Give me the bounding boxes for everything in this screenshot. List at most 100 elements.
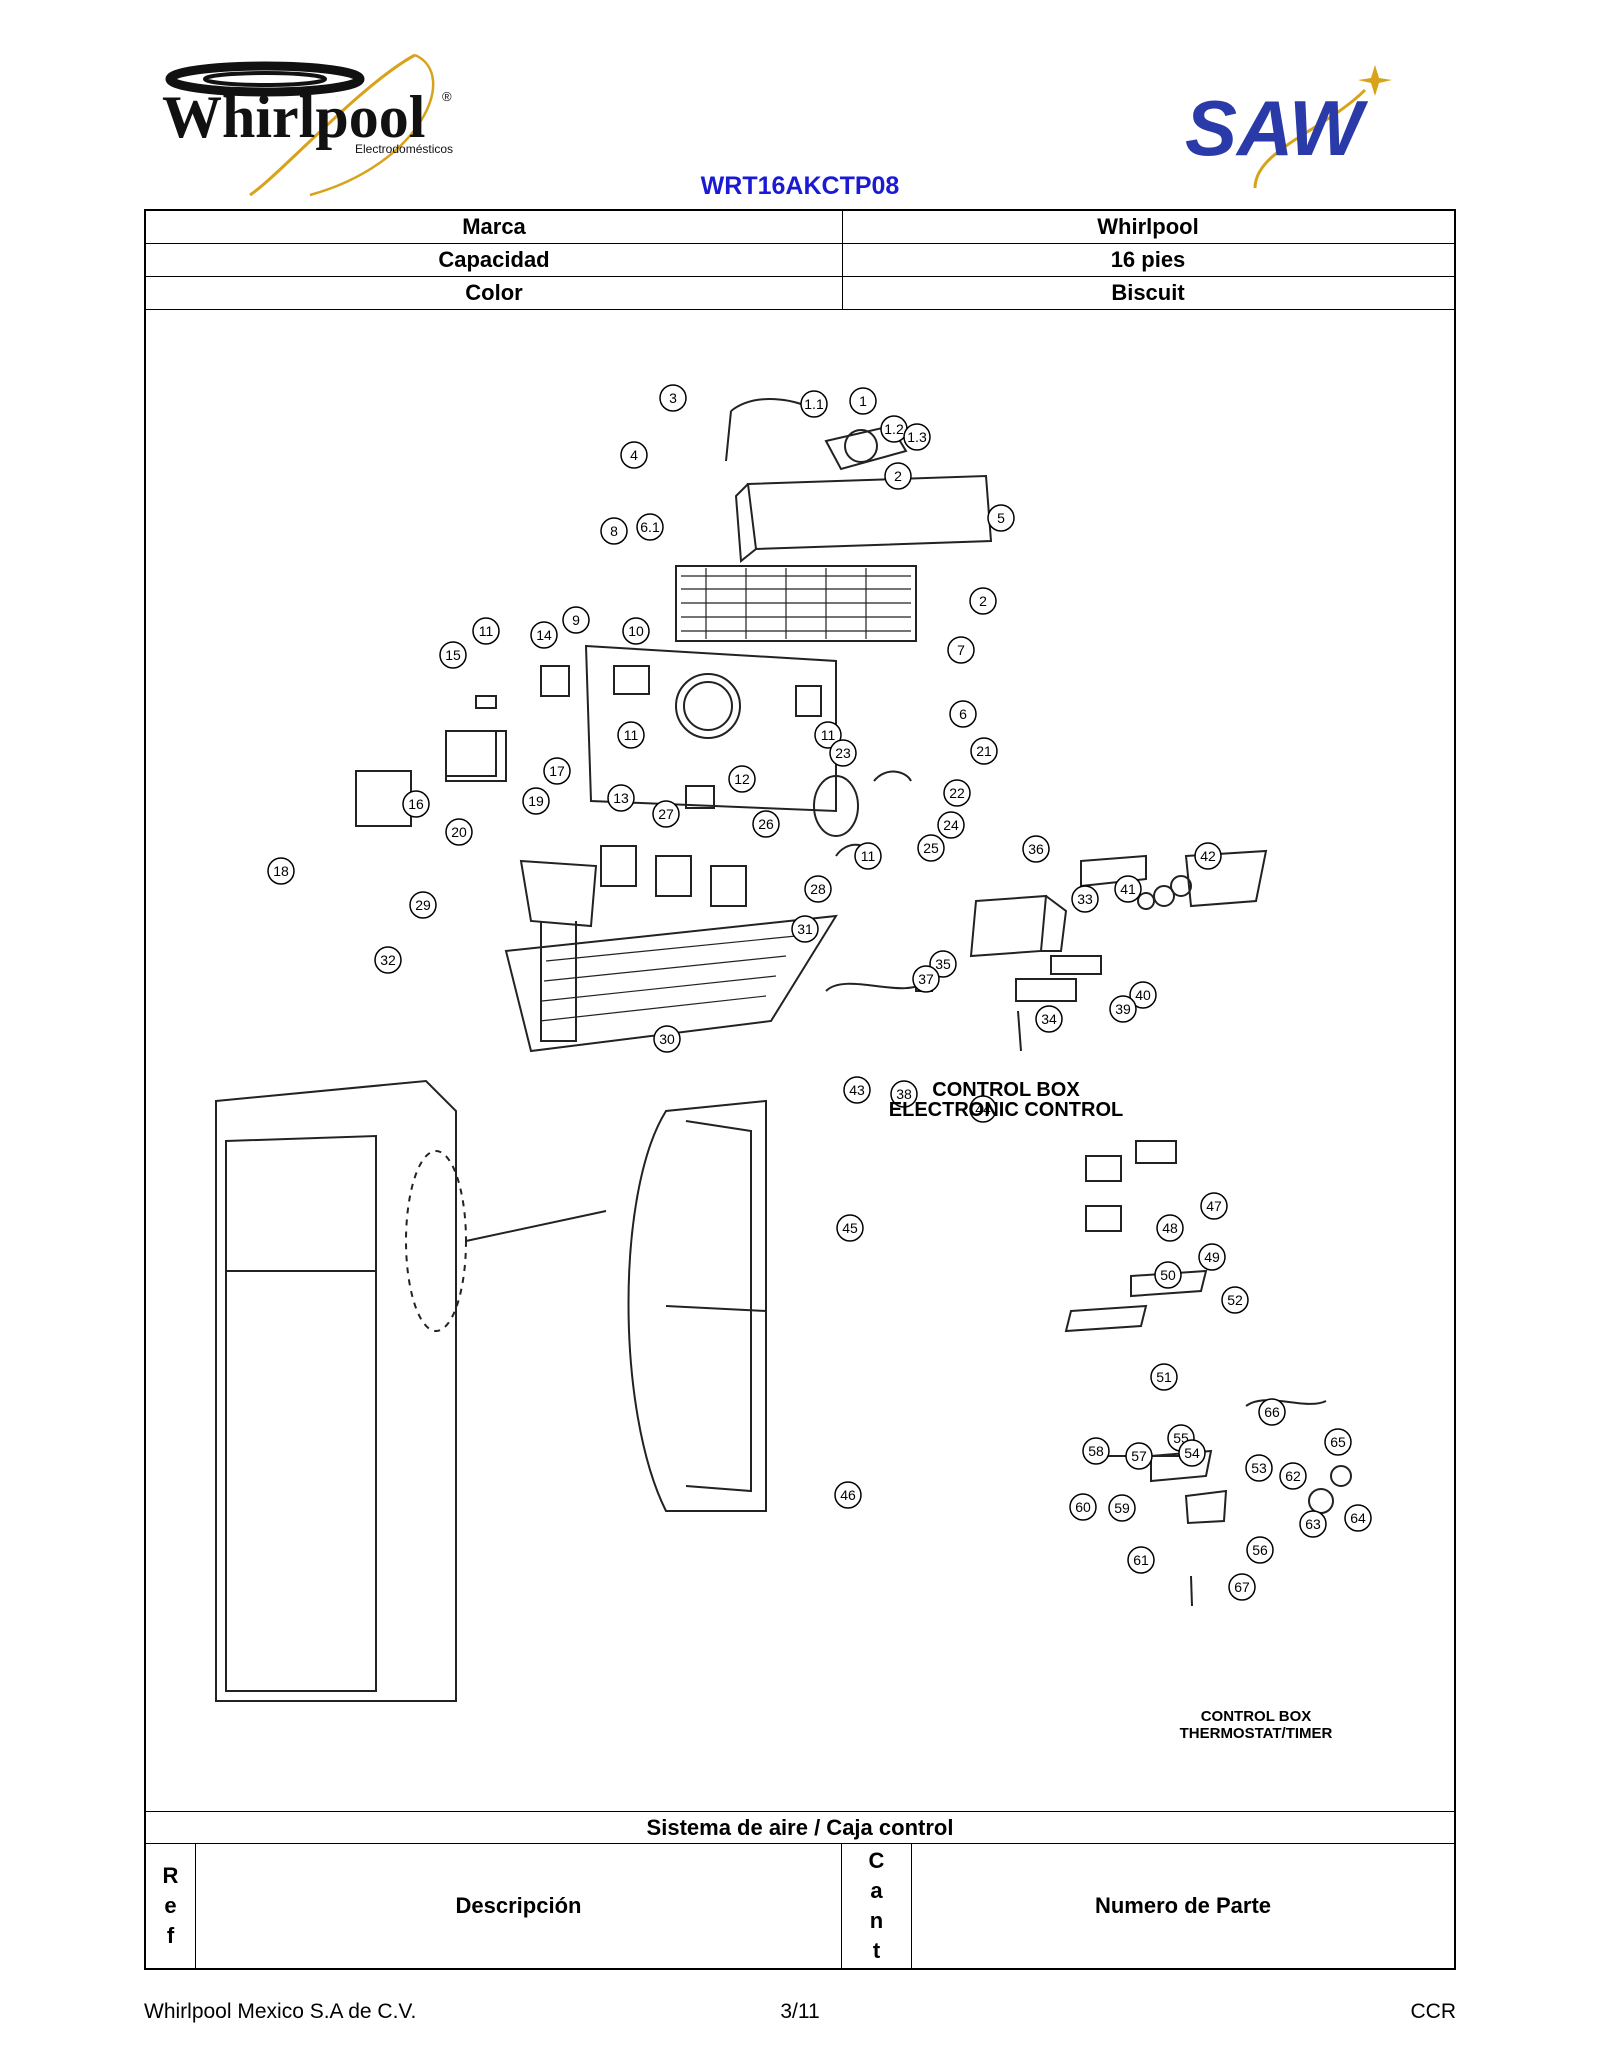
part-callout: 23 <box>829 739 857 767</box>
callout-number: 39 <box>1115 1001 1131 1017</box>
part-callout: 63 <box>1299 1510 1327 1538</box>
part-callout: 15 <box>439 641 467 669</box>
callout-number: 59 <box>1114 1500 1130 1516</box>
callout-number: 62 <box>1285 1468 1301 1484</box>
part-callout: 20 <box>445 818 473 846</box>
part-callout: 50 <box>1154 1261 1182 1289</box>
spec-value: 16 pies <box>1110 247 1186 272</box>
footer-company: Whirlpool Mexico S.A de C.V. <box>144 2000 417 2023</box>
callout-number: 7 <box>957 642 965 658</box>
callout-number: 13 <box>613 790 629 806</box>
callout-number: 6 <box>959 706 967 722</box>
part-callout: 31 <box>791 915 819 943</box>
callout-number: 29 <box>415 897 431 913</box>
part-callout: 48 <box>1156 1214 1184 1242</box>
part-callout: 46 <box>834 1481 862 1509</box>
col-ref-letter: R <box>162 1863 179 1888</box>
callout-number: 24 <box>943 817 959 833</box>
part-callout: 19 <box>522 787 550 815</box>
part-callout: 51 <box>1150 1363 1178 1391</box>
part-callout: 4 <box>620 441 648 469</box>
part-callout: 52 <box>1221 1286 1249 1314</box>
parts-sheet-frame: Marca Whirlpool Capacidad 16 pies Color … <box>144 209 1456 1970</box>
callout-number: 11 <box>479 623 494 639</box>
callout-number: 26 <box>758 816 774 832</box>
col-desc-header: Descripción <box>196 1844 842 1968</box>
footer-code: CCR <box>1410 2000 1457 2023</box>
part-callout: 3 <box>659 384 687 412</box>
saw-logo-text: SAW <box>1185 84 1369 172</box>
part-callout: 10 <box>622 617 650 645</box>
part-callout: 14 <box>530 621 558 649</box>
whirlpool-logo-subtitle: Electrodomésticos <box>355 142 453 156</box>
model-number: WRT16AKCTP08 <box>700 172 900 200</box>
spec-value: Biscuit <box>1111 280 1185 305</box>
part-callout: 2 <box>969 587 997 615</box>
callout-number: 6.1 <box>640 519 660 535</box>
thermostat-label-line2: THERMOSTAT/TIMER <box>1180 1725 1333 1742</box>
part-callout: 18 <box>267 857 295 885</box>
callout-number: 17 <box>549 763 565 779</box>
part-callout: 60 <box>1069 1493 1097 1521</box>
part-callout: 47 <box>1200 1192 1228 1220</box>
col-cant-letter: a <box>870 1878 883 1903</box>
callout-number: 14 <box>536 627 552 643</box>
part-callout: 27 <box>652 800 680 828</box>
part-callout: 22 <box>943 779 971 807</box>
callout-number: 36 <box>1028 841 1044 857</box>
part-callout: 2 <box>884 462 912 490</box>
callout-number: 19 <box>528 793 544 809</box>
part-callout: 11 <box>814 721 842 749</box>
part-callout: 11 <box>854 842 882 870</box>
callout-number: 8 <box>610 523 618 539</box>
part-callout: 8 <box>600 517 628 545</box>
spec-label: Marca <box>146 211 843 243</box>
spec-label: Capacidad <box>146 244 843 276</box>
part-callout: 54 <box>1178 1439 1206 1467</box>
callout-number: 31 <box>797 921 813 937</box>
part-callout: 41 <box>1114 875 1142 903</box>
callout-number: 32 <box>380 952 396 968</box>
callout-number: 48 <box>1162 1220 1178 1236</box>
part-callout: 29 <box>409 891 437 919</box>
part-callout: 26 <box>752 810 780 838</box>
callout-number: 35 <box>935 956 951 972</box>
diagram-linework <box>215 398 1352 1702</box>
part-callout: 36 <box>1022 835 1050 863</box>
callout-number: 50 <box>1160 1267 1176 1283</box>
section-title: Sistema de aire / Caja control <box>146 1811 1454 1844</box>
spec-row-capacidad: Capacidad 16 pies <box>146 244 1454 277</box>
part-callout: 45 <box>836 1214 864 1242</box>
part-callout: 64 <box>1344 1504 1372 1532</box>
callout-number: 61 <box>1133 1552 1149 1568</box>
callout-number: 25 <box>923 840 939 856</box>
col-part-header: Numero de Parte <box>1094 1893 1272 1918</box>
part-callout: 38 <box>890 1080 918 1108</box>
footer-page-number: 3/11 <box>780 2000 820 2023</box>
part-callout: 62 <box>1279 1462 1307 1490</box>
part-callout: 39 <box>1109 995 1137 1023</box>
thermostat-label-line1: CONTROL BOX <box>1201 1708 1312 1725</box>
callout-number: 12 <box>734 771 750 787</box>
callout-number: 1 <box>859 393 867 409</box>
part-callout: 28 <box>804 875 832 903</box>
part-callout: 34 <box>1035 1005 1063 1033</box>
callout-number: 1.1 <box>804 396 824 412</box>
part-callout: 44 <box>969 1095 997 1123</box>
part-callout: 65 <box>1324 1428 1352 1456</box>
col-ref-header: R e f <box>146 1844 196 1968</box>
part-callout: 13 <box>607 784 635 812</box>
whirlpool-logo-text: Whirlpool <box>162 84 425 150</box>
callout-number: 27 <box>658 806 674 822</box>
callout-number: 11 <box>861 848 876 864</box>
callout-number: 42 <box>1200 848 1216 864</box>
callout-number: 1.2 <box>884 421 904 437</box>
col-cant-header: C a n t <box>842 1844 912 1968</box>
parts-table-header: R e f Descripción C a n t Numero de Part… <box>146 1844 1454 1968</box>
part-callout: 30 <box>653 1025 681 1053</box>
part-callout: 9 <box>562 606 590 634</box>
part-callout: 25 <box>917 834 945 862</box>
col-cant-letter: C <box>868 1848 885 1873</box>
registered-mark: ® <box>442 89 452 104</box>
